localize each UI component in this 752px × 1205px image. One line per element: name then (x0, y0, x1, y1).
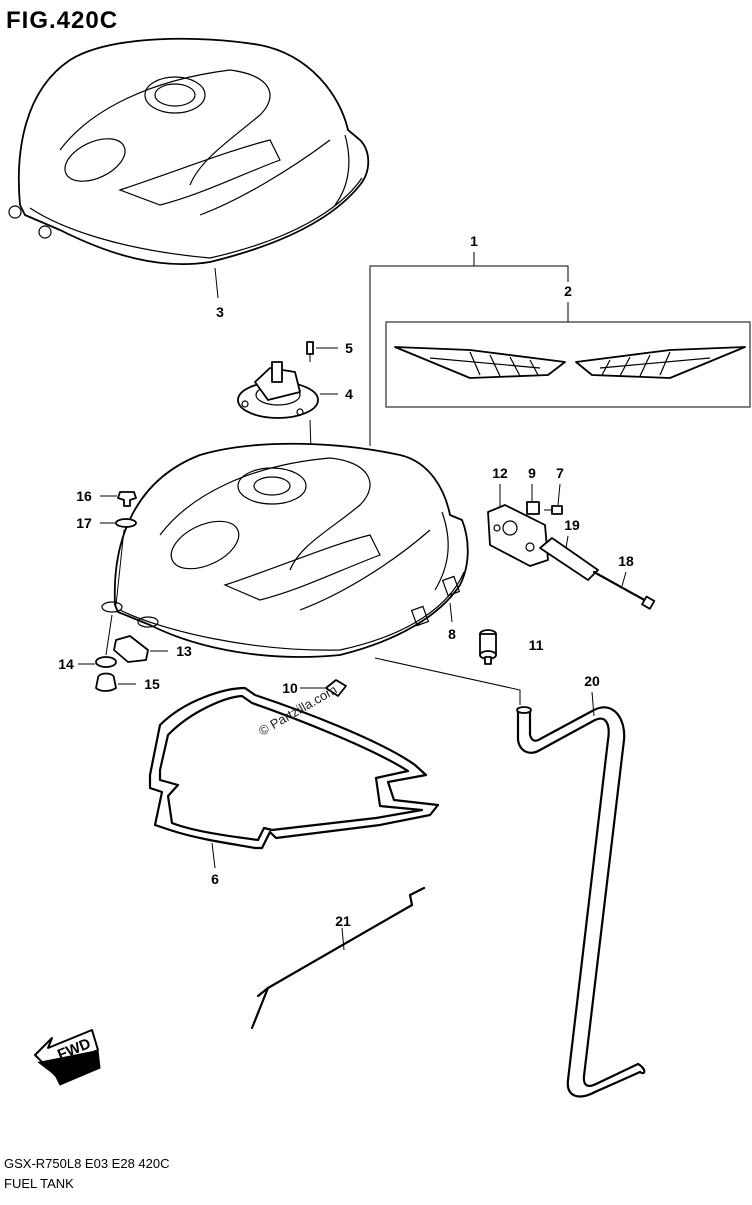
figure-title: FIG.420C (6, 7, 118, 34)
callout-14[interactable]: 14 (58, 656, 74, 672)
part-fuel-cap (237, 361, 319, 419)
part-collar (95, 672, 117, 692)
part-spacer-tube (539, 537, 599, 581)
callout-7[interactable]: 7 (556, 465, 564, 481)
part-bolt (117, 491, 137, 507)
callout-3[interactable]: 3 (216, 304, 224, 320)
callout-10[interactable]: 10 (282, 680, 298, 696)
fwd-arrow-icon: FWD (34, 1029, 101, 1086)
part-damper (479, 629, 497, 665)
part-emblem-right (575, 346, 746, 379)
section-name: FUEL TANK (4, 1176, 74, 1191)
callout-11[interactable]: 11 (529, 637, 544, 653)
part-cushion (95, 656, 117, 668)
callout-15[interactable]: 15 (144, 676, 160, 692)
callout-12[interactable]: 12 (492, 465, 508, 481)
part-screw (306, 341, 314, 362)
part-bracket (113, 635, 149, 663)
part-fuel-tank (101, 442, 469, 658)
part-emblem-left (394, 346, 566, 379)
callout-21[interactable]: 21 (335, 913, 351, 929)
callout-20[interactable]: 20 (584, 673, 600, 689)
callout-19[interactable]: 19 (564, 517, 580, 533)
part-seal-gasket (148, 686, 440, 850)
part-long-bolt (592, 570, 656, 610)
callout-2[interactable]: 2 (564, 283, 572, 299)
callout-18[interactable]: 18 (618, 553, 634, 569)
callout-17[interactable]: 17 (76, 515, 92, 531)
part-support-rod (250, 886, 426, 1030)
emblem-set-box (385, 321, 751, 408)
part-washer-cushion (115, 518, 137, 528)
part-drain-hose (516, 706, 646, 1098)
part-clip (325, 679, 347, 697)
part-nut (526, 501, 540, 515)
part-bracket-plate (487, 504, 549, 567)
callout-5[interactable]: 5 (345, 340, 353, 356)
part-tank-cover-drawing (8, 37, 370, 266)
callout-8[interactable]: 8 (448, 626, 456, 642)
callout-4[interactable]: 4 (345, 386, 353, 402)
callout-16[interactable]: 16 (76, 488, 92, 504)
model-code: GSX-R750L8 E03 E28 420C (4, 1156, 170, 1171)
part-small-screw (544, 505, 563, 515)
callout-6[interactable]: 6 (211, 871, 219, 887)
callout-13[interactable]: 13 (176, 643, 192, 659)
callout-9[interactable]: 9 (528, 465, 536, 481)
callout-1[interactable]: 1 (470, 233, 478, 249)
